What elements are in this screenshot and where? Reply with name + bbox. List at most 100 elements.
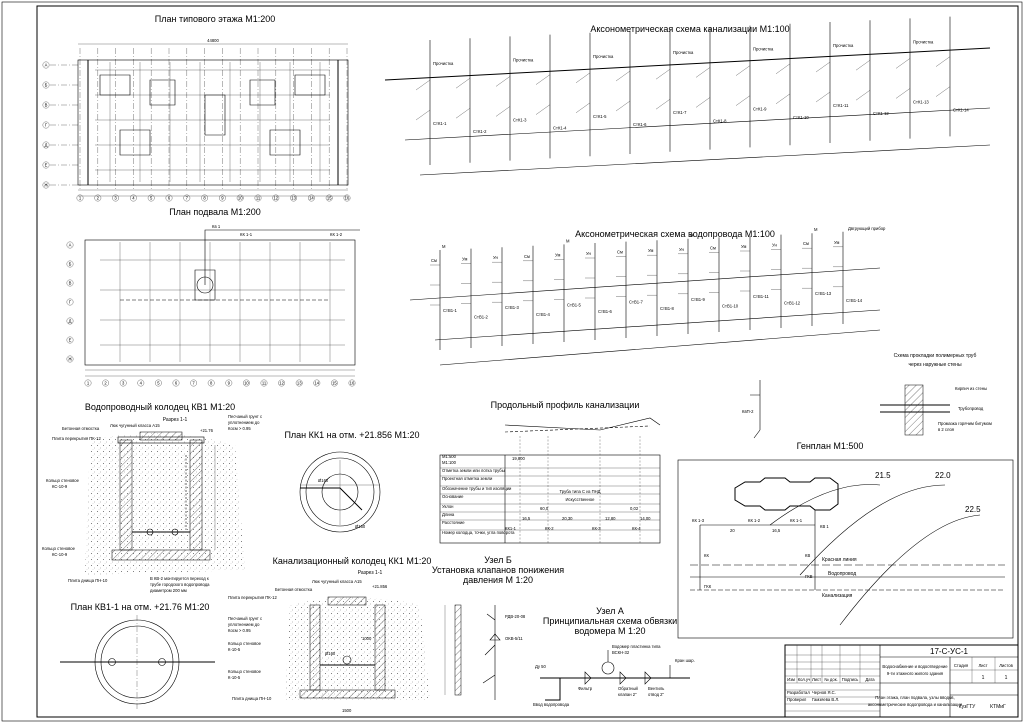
floor-axis-num <box>254 194 262 202</box>
water-fixture-label: См <box>524 254 530 259</box>
gp-dim-165: 16,5 <box>772 528 781 533</box>
basement-axis-letter: Б <box>69 262 72 267</box>
floor-axis-num <box>236 194 244 202</box>
basement-axis-num: 6 <box>175 381 178 386</box>
sewer-profile: Продольный профиль канализации М1:500М1:… <box>439 400 661 544</box>
kv1-mark: +21.76 <box>200 428 214 433</box>
profile-mark: 19,800 <box>512 456 525 461</box>
floor-axis-letter: Б <box>45 83 48 88</box>
water-riser-label: СтВ1-14 <box>846 298 863 303</box>
kv1-ring-b2: КС-10-9 <box>52 552 68 557</box>
floor-axis-num-label: 9 <box>221 196 224 201</box>
sewer-cleanout-label: Прочистка <box>433 61 454 66</box>
basement-kk11: КК 1-1 <box>240 232 253 237</box>
profile-dist-3: 12,80 <box>605 516 616 521</box>
basement-axis-num: 3 <box>122 381 125 386</box>
gp-dim-20: 20 <box>730 528 735 533</box>
profile-table <box>439 454 661 544</box>
floor-axis-letter: Г <box>45 123 48 128</box>
gp-gkk: ГКК <box>704 584 712 589</box>
profile-well-4: КК-4 <box>632 526 641 531</box>
water-fixture-label: Ум <box>648 248 653 253</box>
well-kv1-title: Водопроводный колодец КВ1 М1:20 <box>85 402 235 412</box>
water-riser-label: СтВ1-6 <box>598 309 612 314</box>
kk1-ring: Кольцо стеновое <box>228 641 262 646</box>
water-fixture-label: Ун <box>586 251 591 256</box>
basement-axis-num: 13 <box>297 381 302 386</box>
water-fixture-label: Ун <box>679 247 684 252</box>
tb-desc-2: аксонометрические водопровода и канализа… <box>868 702 963 707</box>
genplan: Генплан М1:500 21.5 22.0 22.5 КК 1-3 КК … <box>677 441 1014 639</box>
water-valve-label: М <box>814 227 818 232</box>
gp-kk: КК <box>704 553 709 558</box>
water-fixture-label: Ум <box>462 257 467 262</box>
gp-sewer-line: Канализация <box>822 593 853 599</box>
gp-gkv: ГКВ <box>805 574 813 579</box>
tb-org-1: КузГТУ <box>959 704 976 710</box>
floor-axis-num-label: 16 <box>345 196 350 201</box>
floor-axis-num <box>325 194 333 202</box>
node-a-dn: Ду 50 <box>535 664 547 669</box>
polymer-pipeline: Трубопровод <box>958 406 984 411</box>
profile-dist-2: 20,30 <box>562 516 573 521</box>
plan-kv1-1: План КВ1-1 на отм. +21.76 М1:20 <box>60 602 215 710</box>
water-axo-title: Аксонометрическая схема водопровода М1:1… <box>575 229 775 239</box>
profile-row-label: М1:500 <box>442 454 457 459</box>
plan-kk1-title: План КК1 на отм. +21.856 М1:20 <box>284 430 419 440</box>
floor-axis-num <box>272 194 280 202</box>
sewer-riser-label: СтК1-1 <box>433 121 447 126</box>
kvp-label: КвП-2 <box>742 409 754 414</box>
polymer-title-2: через наружные стены <box>908 362 961 368</box>
floor-plan-outline <box>77 59 349 186</box>
tb-col-header: Лист <box>812 677 821 682</box>
gp-kk13: КК 1-3 <box>692 518 705 523</box>
floor-axis-letter: В <box>45 103 48 108</box>
node-b-title: Узел Б <box>484 555 512 565</box>
basement-axis-num: 10 <box>244 381 249 386</box>
tb-col-header: Дата <box>865 677 875 682</box>
polymer-tow-2: в 2 слоя <box>938 427 954 432</box>
water-fixture-label: См <box>431 258 437 263</box>
basement-axis-letter: Д <box>69 319 72 324</box>
node-b-reducer: РДВ-20-08 <box>505 614 526 619</box>
sewer-cleanout-label: Прочистка <box>913 39 934 44</box>
basement-plan-title: План подвала М1:200 <box>169 207 261 217</box>
kv1-blind: Бетонная отмостка <box>62 426 100 431</box>
profile-slope-2: 0,02 <box>630 506 639 511</box>
node-a-check: Обратный <box>618 686 638 691</box>
building-footprint <box>734 477 839 511</box>
kk1-hatch: Люк чугунный класса А15 <box>312 579 362 584</box>
profile-dist-4: 14,00 <box>640 516 651 521</box>
svg-text:Ø160: Ø160 <box>318 478 329 483</box>
kv1-ring: Кольцо стеновое <box>46 478 80 483</box>
basement-axis-letter: Е <box>69 338 72 343</box>
node-a-valve-2: отвод 2" <box>648 692 665 697</box>
water-valve-label: М <box>566 238 570 243</box>
kv1-sand: Песчаный грунт с <box>228 414 262 419</box>
svg-text:Ø160: Ø160 <box>355 524 366 529</box>
floor-axis-num-label: 15 <box>327 196 332 201</box>
gp-red-line: Красная линия <box>822 557 857 563</box>
water-valve-label: М <box>690 233 694 238</box>
node-a-title: Узел А <box>596 606 624 616</box>
water-fixture-label: Ун <box>772 243 777 248</box>
profile-row-label: Проектная отметка земли <box>442 476 493 481</box>
polymer-title-1: Схема прокладки полимерных труб <box>894 353 977 359</box>
sewer-riser-label: СтК1-6 <box>633 122 647 127</box>
water-riser-label: СтВ1-9 <box>691 297 705 302</box>
water-riser-label: СтВ1-12 <box>784 301 801 306</box>
floor-axis-num <box>343 194 351 202</box>
kv1-sand-3: Косм > 0.95 <box>228 426 251 431</box>
node-a: Узел А Принципиальная схема обвязки водо… <box>533 606 695 707</box>
node-a-ball: Кран шар. <box>675 658 695 663</box>
kv1-sand-2: уплотнением до <box>228 420 260 425</box>
sewer-riser-label: СтК1-4 <box>553 126 567 131</box>
tb-checked-role: Проверил <box>787 697 807 702</box>
tb-sheet-no: 1 <box>982 675 985 681</box>
floor-axis-num-label: 11 <box>256 196 261 201</box>
tb-sheet-label: Лист <box>978 663 987 668</box>
gp-kk12: КК 1-2 <box>748 518 761 523</box>
basement-axis-letter: Г <box>69 300 72 305</box>
basement-axis-num: 11 <box>262 381 267 386</box>
